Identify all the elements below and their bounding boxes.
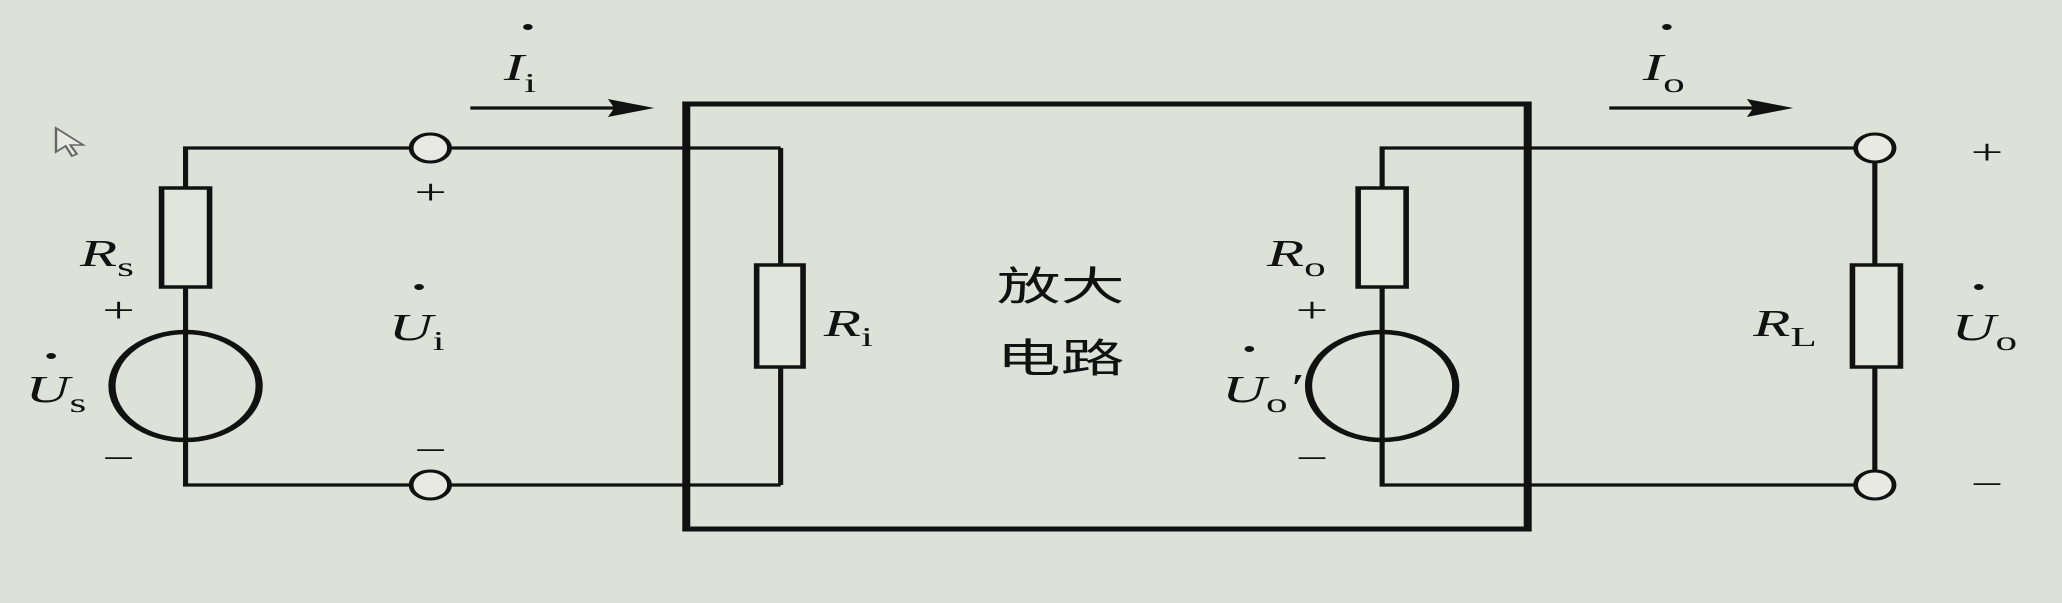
current-arrow-io (1609, 99, 1794, 117)
sign-us-minus: − (102, 439, 134, 479)
input-terminal-plus[interactable] (408, 132, 452, 164)
phasor-dot-io (1662, 24, 1672, 30)
label-ui: Ui (389, 306, 445, 356)
amplifier-label-line2: 电路 (997, 335, 1125, 382)
output-terminal-minus[interactable] (1853, 469, 1897, 501)
sign-input-plus: + (414, 173, 446, 213)
input-terminal-minus[interactable] (408, 469, 452, 501)
sign-uo-prime-minus: − (1296, 439, 1328, 479)
amplifier-box (682, 101, 1532, 532)
label-rs: Rs (79, 232, 134, 282)
source-loop (183, 146, 784, 487)
label-ri: Ri (823, 302, 873, 352)
amplifier-label-line1: 放大 (997, 263, 1125, 310)
label-rl: RL (1752, 302, 1817, 352)
resistor-ro (1355, 186, 1409, 289)
sign-us-plus: + (102, 291, 134, 331)
current-arrow-ii (470, 99, 655, 117)
voltage-source-us (108, 329, 263, 443)
sign-output-minus: − (1971, 465, 2003, 505)
label-uo-prime: Uo′ (1222, 366, 1302, 418)
phasor-dot-us (46, 353, 56, 359)
output-loop (1379, 146, 1878, 487)
phasor-dot-ui (414, 284, 424, 290)
mouse-cursor-icon (54, 126, 87, 158)
resistor-rs (158, 186, 213, 289)
label-io: Io (1642, 46, 1685, 98)
sign-input-minus: − (414, 431, 446, 471)
output-terminal-plus[interactable] (1853, 132, 1897, 164)
resistor-rl (1849, 263, 1904, 369)
label-us: Us (26, 368, 87, 418)
label-ii: Ii (503, 46, 536, 98)
sign-output-plus: + (1971, 133, 2003, 173)
label-ro: Ro (1266, 232, 1326, 282)
label-uo: Uo (1952, 306, 2017, 356)
sign-uo-prime-plus: + (1296, 291, 1328, 331)
phasor-dot-uo (1974, 284, 1984, 290)
resistor-ri (753, 263, 806, 369)
phasor-dot-uo-prime (1244, 346, 1255, 352)
voltage-source-uo-prime (1304, 329, 1460, 443)
phasor-dot-ii (523, 24, 533, 30)
